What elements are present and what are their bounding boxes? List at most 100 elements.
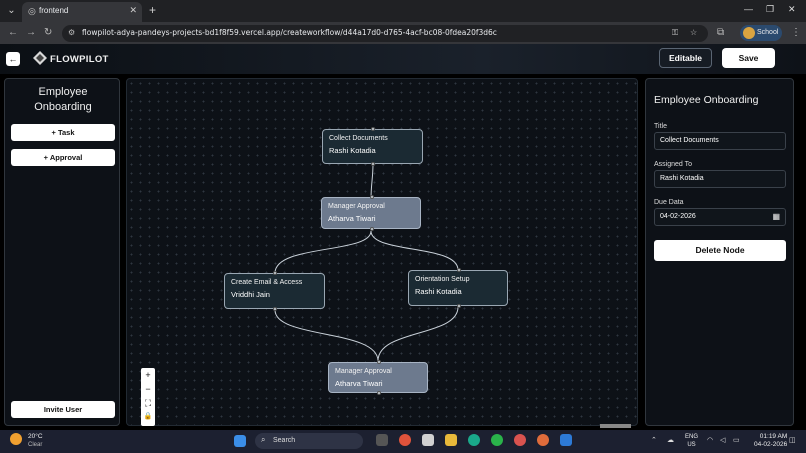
volume-icon[interactable]: ◁ xyxy=(720,437,726,444)
workflow-node[interactable]: Manager Approval Atharva Tiwari xyxy=(328,360,428,395)
clock[interactable]: 01:19 AM 04-02-2026 xyxy=(754,433,787,449)
calendar-icon[interactable]: ▦ xyxy=(772,212,780,221)
due-date-label: Due Data xyxy=(654,199,684,206)
add-task-button[interactable]: + Task xyxy=(11,124,115,141)
node-title: Collect Documents xyxy=(329,135,388,142)
extensions-icon[interactable]: ⧉ xyxy=(717,27,725,38)
new-tab-icon[interactable]: + xyxy=(149,3,157,17)
title-label: Title xyxy=(654,123,667,130)
workflow-node[interactable]: Create Email & Access Vriddhi Jain xyxy=(224,271,325,311)
reload-icon[interactable]: ↻ xyxy=(44,27,53,38)
vscode-icon[interactable] xyxy=(560,434,572,446)
canvas-scrollbar[interactable] xyxy=(600,424,631,428)
search-label: Search xyxy=(273,437,296,444)
lang-top: ENG xyxy=(685,434,699,440)
lock-button[interactable]: 🔒 xyxy=(143,413,153,420)
left-sidebar: Employee Onboarding + Task + Approval In… xyxy=(4,78,120,426)
target-handle[interactable] xyxy=(370,195,374,199)
node-title: Manager Approval xyxy=(335,368,392,375)
zoom-out-button[interactable]: − xyxy=(145,384,151,394)
tab-search-icon[interactable]: ⌄ xyxy=(7,5,16,16)
edge xyxy=(274,230,372,274)
node-title: Manager Approval xyxy=(328,203,385,210)
taskbar-search[interactable]: ⌕ Search xyxy=(255,433,363,449)
battery-icon[interactable]: ▭ xyxy=(733,437,740,444)
due-date-input[interactable]: 04-02-2026 ▦ xyxy=(654,208,786,226)
globe-icon: ◎ xyxy=(28,6,36,16)
node-assignee: Rashi Kotadia xyxy=(329,146,376,155)
close-window-icon[interactable]: ✕ xyxy=(788,4,796,14)
restore-icon[interactable]: ❐ xyxy=(766,4,775,14)
bookmark-star-icon[interactable]: ☆ xyxy=(690,28,698,37)
search-icon: ⌕ xyxy=(261,435,266,444)
back-button[interactable]: ← xyxy=(6,52,20,66)
close-tab-icon[interactable]: ✕ xyxy=(129,5,137,15)
password-key-icon[interactable]: ⚿ xyxy=(672,28,679,37)
source-handle[interactable] xyxy=(370,227,374,231)
node-assignee: Rashi Kotadia xyxy=(415,287,462,296)
chrome-icon[interactable] xyxy=(399,434,411,446)
target-handle[interactable] xyxy=(377,360,381,364)
workflow-node[interactable]: Manager Approval Atharva Tiwari xyxy=(321,195,421,231)
tab-title: frontend xyxy=(39,6,69,15)
source-handle[interactable] xyxy=(371,162,375,166)
workflow-canvas[interactable]: Collect Documents Rashi Kotadia Manager … xyxy=(126,78,638,426)
node-assignee: Atharva Tiwari xyxy=(328,214,376,223)
zoom-controls: + − ⛶ 🔒 xyxy=(141,368,155,426)
browser-menu-icon[interactable]: ⋮ xyxy=(791,27,801,38)
browser-toolbar: ← → ↻ ⚙ flowpilot-adya-pandeys-projects-… xyxy=(0,22,806,44)
add-approval-button[interactable]: + Approval xyxy=(11,149,115,166)
panel-heading: Employee Onboarding xyxy=(654,94,759,106)
target-handle[interactable] xyxy=(371,127,375,131)
wifi-icon[interactable]: ◠ xyxy=(707,437,714,444)
browser-tab-bar: ⌄ ◎ frontend ✕ + — ❐ ✕ xyxy=(0,0,806,22)
delete-node-button[interactable]: Delete Node xyxy=(654,240,786,261)
brand-name: FLOWPILOT xyxy=(50,54,109,65)
address-bar[interactable]: ⚙ flowpilot-adya-pandeys-projects-bd1f8f… xyxy=(62,25,708,42)
whatsapp-icon[interactable] xyxy=(491,434,503,446)
back-icon[interactable]: ← xyxy=(8,27,18,38)
node-title: Create Email & Access xyxy=(231,279,303,286)
app-header: ← FLOWPILOT Editable Save xyxy=(0,44,806,74)
source-handle[interactable] xyxy=(273,307,277,311)
title-input[interactable]: Collect Documents xyxy=(654,132,786,150)
store-icon[interactable] xyxy=(422,434,434,446)
task-view-icon[interactable] xyxy=(376,434,388,446)
target-handle[interactable] xyxy=(457,268,461,272)
source-handle[interactable] xyxy=(377,391,381,395)
notification-icon[interactable]: ◫ xyxy=(789,437,796,444)
edge xyxy=(377,306,459,362)
edge xyxy=(370,230,459,271)
forward-icon[interactable]: → xyxy=(26,27,36,38)
app-icon[interactable] xyxy=(468,434,480,446)
edge xyxy=(274,309,379,362)
edges-layer xyxy=(274,162,459,362)
node-title: Orientation Setup xyxy=(415,276,470,283)
chrome-profile-icon[interactable] xyxy=(514,434,526,446)
site-info-icon[interactable]: ⚙ xyxy=(68,28,76,37)
target-handle[interactable] xyxy=(273,271,277,275)
minimize-icon[interactable]: — xyxy=(744,4,753,14)
workflow-node[interactable]: Collect Documents Rashi Kotadia xyxy=(322,127,423,166)
weather-condition: Clear xyxy=(28,442,43,448)
cloud-icon[interactable]: ☁ xyxy=(667,437,674,444)
invite-user-button[interactable]: Invite User xyxy=(11,401,115,418)
assigned-to-input[interactable]: Rashi Kotadia xyxy=(654,170,786,188)
due-date-value: 04-02-2026 xyxy=(660,213,696,220)
chrome-profile-2-icon[interactable] xyxy=(537,434,549,446)
weather-icon[interactable] xyxy=(10,433,22,445)
save-button[interactable]: Save xyxy=(722,48,775,68)
clock-time: 01:19 AM xyxy=(759,433,788,440)
language-indicator[interactable]: ENG US xyxy=(685,433,698,449)
tray-chevron-icon[interactable]: ⌃ xyxy=(651,437,657,444)
windows-start-icon[interactable] xyxy=(234,435,246,447)
editable-button[interactable]: Editable xyxy=(659,48,712,68)
file-explorer-icon[interactable] xyxy=(445,434,457,446)
workflow-node[interactable]: Orientation Setup Rashi Kotadia xyxy=(408,268,508,308)
browser-tab[interactable]: ◎ frontend ✕ xyxy=(22,2,142,22)
fit-view-button[interactable]: ⛶ xyxy=(144,398,152,408)
profile-button[interactable]: School xyxy=(740,25,782,41)
zoom-in-button[interactable]: + xyxy=(145,370,151,380)
source-handle[interactable] xyxy=(457,304,461,308)
